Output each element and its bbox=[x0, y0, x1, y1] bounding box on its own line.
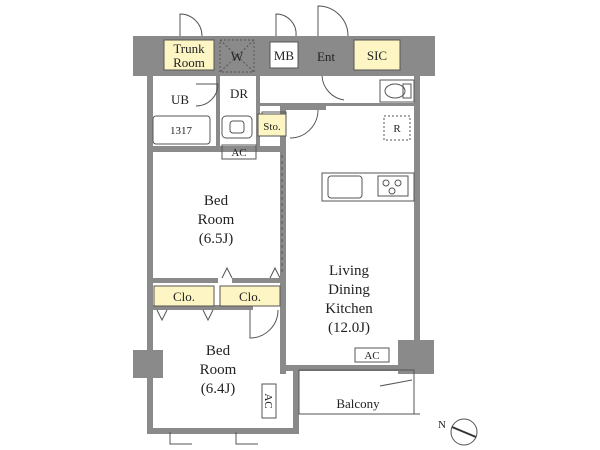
wall-closet-bedroom2 bbox=[153, 305, 253, 310]
ac-bedroom2-label: AC bbox=[262, 393, 274, 408]
closet-door-mark bbox=[221, 266, 233, 279]
mb-box bbox=[269, 41, 299, 69]
bathtub-size-label: 1317 bbox=[170, 125, 193, 137]
burner bbox=[388, 187, 396, 195]
wall-bedroom1-closet-right bbox=[232, 278, 282, 283]
left-wall bbox=[147, 76, 153, 432]
compass-needle-icon bbox=[451, 426, 477, 438]
compass-ring-icon bbox=[450, 418, 478, 446]
closet2-label: Clo. bbox=[239, 289, 261, 304]
closet2-box bbox=[219, 285, 281, 307]
compass: N bbox=[438, 418, 478, 446]
ldk-label-3: Kitchen bbox=[325, 301, 373, 317]
kitchen-counter bbox=[321, 172, 415, 202]
bedroom2-label-2: Room bbox=[200, 362, 237, 378]
closet-door-mark bbox=[269, 266, 281, 279]
sink bbox=[327, 175, 363, 199]
fixtures bbox=[152, 39, 420, 419]
ac-unit-bedroom1 bbox=[221, 144, 257, 160]
door-swing bbox=[275, 13, 297, 37]
wall-hall-ldk bbox=[286, 106, 326, 110]
window-swing bbox=[235, 432, 258, 445]
toilet-room bbox=[379, 79, 415, 103]
washer-space bbox=[219, 39, 255, 73]
trunk-room-box bbox=[163, 39, 215, 71]
ac-ldk-label: AC bbox=[364, 350, 379, 362]
bedroom2-label-1: Bed bbox=[206, 343, 231, 359]
bedroom1-label-2: Room bbox=[198, 212, 235, 228]
sic-label: SIC bbox=[367, 48, 387, 63]
right-wall bbox=[414, 76, 420, 348]
door-swing bbox=[179, 13, 203, 37]
sic-box bbox=[353, 39, 401, 71]
washbasin bbox=[221, 115, 253, 139]
washbasin-bowl bbox=[229, 120, 245, 134]
right-column bbox=[398, 340, 434, 374]
balcony-label: Balcony bbox=[336, 396, 380, 411]
burner bbox=[382, 179, 390, 187]
door-swing bbox=[317, 5, 349, 37]
unit-bath-label: UB bbox=[171, 92, 189, 107]
bedroom1-label-1: Bed bbox=[204, 193, 229, 209]
ldk-label-1: Living bbox=[329, 263, 369, 279]
bedroom2-size: (6.4J) bbox=[201, 381, 236, 397]
mb-label: MB bbox=[274, 48, 295, 63]
ac-unit-ldk bbox=[354, 347, 390, 363]
washer-label: W bbox=[231, 49, 244, 64]
entrance-label: Ent bbox=[317, 49, 335, 64]
burner bbox=[394, 179, 402, 187]
wall-ldk-balcony bbox=[286, 365, 398, 371]
trunk-room-label-2: Room bbox=[173, 55, 205, 70]
closet1-label: Clo. bbox=[173, 289, 195, 304]
storage-label: Sto. bbox=[263, 121, 281, 133]
wall-entrance bbox=[260, 103, 415, 106]
door-swing bbox=[195, 83, 219, 107]
bedroom1-size: (6.5J) bbox=[199, 231, 234, 247]
balcony-hatch bbox=[379, 379, 413, 387]
bathtub bbox=[152, 115, 211, 145]
trunk-room-label-1: Trunk bbox=[173, 41, 205, 56]
ac-bedroom1-label: AC bbox=[231, 147, 246, 159]
door-swing bbox=[249, 309, 279, 339]
closet-door-mark bbox=[156, 309, 168, 322]
toilet-tank bbox=[402, 83, 412, 99]
wall-ub-dr bbox=[216, 76, 220, 146]
closet1-box bbox=[153, 285, 215, 307]
interior-walls bbox=[153, 76, 415, 374]
ac-unit-bedroom2 bbox=[261, 383, 277, 419]
refrigerator-label: R bbox=[393, 123, 401, 135]
wall-bath-bedroom1 bbox=[153, 146, 286, 152]
left-column bbox=[133, 350, 163, 378]
window-swing bbox=[169, 432, 192, 445]
dressing-room-label: DR bbox=[230, 86, 248, 101]
doors bbox=[156, 5, 349, 445]
wall-bedroom1-closet-left bbox=[153, 278, 218, 283]
stove bbox=[377, 175, 409, 197]
door-swing bbox=[321, 75, 345, 101]
storage-label-box bbox=[257, 113, 287, 137]
bottom-wall bbox=[147, 428, 299, 434]
ldk-size: (12.0J) bbox=[328, 320, 370, 336]
ldk-label-2: Dining bbox=[328, 282, 370, 298]
refrigerator-space bbox=[383, 115, 411, 141]
wall-bedrooms-ldk bbox=[280, 106, 286, 374]
closet-door-mark bbox=[202, 309, 214, 322]
compass-north-label: N bbox=[438, 419, 446, 431]
bottom-right-wall bbox=[293, 370, 299, 434]
toilet bbox=[384, 83, 406, 99]
wall-dr-hall bbox=[256, 76, 260, 146]
door-swing bbox=[289, 109, 319, 139]
